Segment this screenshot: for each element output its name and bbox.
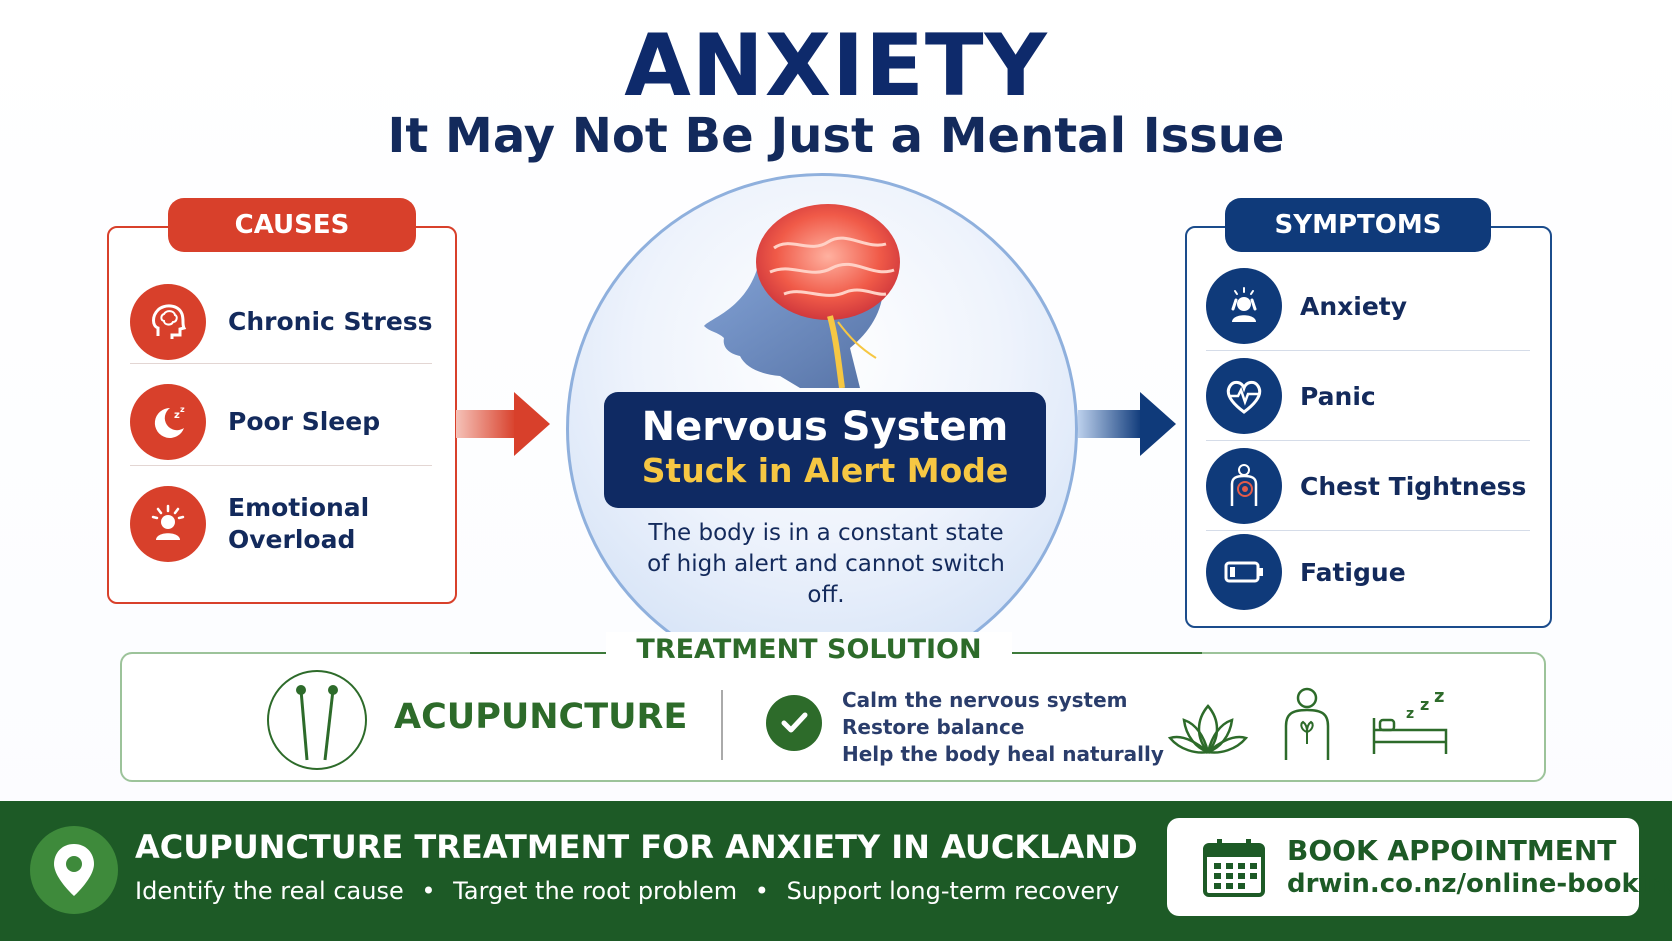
book-appointment-button[interactable] bbox=[1167, 818, 1639, 916]
treatment-title-line bbox=[470, 652, 606, 654]
treatment-separator bbox=[721, 690, 723, 760]
right-arrow-icon bbox=[456, 392, 550, 456]
benefit-item: Help the body heal naturally bbox=[842, 742, 1164, 766]
causes-tag: CAUSES bbox=[168, 198, 416, 252]
nervous-system-title: Nervous System bbox=[641, 404, 1009, 450]
treatment-title-background bbox=[606, 632, 1012, 672]
cause-label: Emotional Overload bbox=[228, 493, 370, 554]
symptom-divider bbox=[1206, 530, 1530, 531]
bed-sleep-icon: z z z bbox=[1372, 688, 1448, 754]
bullet-separator: • bbox=[421, 877, 436, 905]
cause-divider bbox=[130, 465, 432, 466]
heartbeat-icon bbox=[1206, 358, 1282, 434]
symptom-label: Panic bbox=[1300, 381, 1376, 411]
low-battery-icon bbox=[1206, 534, 1282, 610]
benefit-item: Calm the nervous system bbox=[842, 688, 1128, 712]
right-arrow-icon bbox=[1078, 392, 1176, 456]
cause-label: Poor Sleep bbox=[228, 407, 381, 436]
booking-link[interactable]: drwin.co.nz/online-booking bbox=[1287, 869, 1672, 899]
svg-text:z: z bbox=[180, 405, 185, 414]
footer-title: ACUPUNCTURE TREATMENT FOR ANXIETY IN AUC… bbox=[135, 828, 1138, 866]
overloaded-person-icon bbox=[130, 486, 206, 562]
symptom-divider bbox=[1206, 440, 1530, 441]
page-subtitle: It May Not Be Just a Mental Issue bbox=[387, 108, 1285, 164]
footer-points: Identify the real cause • Target the roo… bbox=[135, 877, 1119, 905]
cause-item-poor-sleep: z z Poor Sleep bbox=[130, 372, 432, 464]
symptom-label: Fatigue bbox=[1300, 557, 1406, 587]
footer-point: Identify the real cause bbox=[135, 877, 404, 905]
symptom-item-chest-tightness: Chest Tightness bbox=[1206, 442, 1530, 528]
stressed-head-icon bbox=[130, 284, 206, 360]
treatment-title-line bbox=[1012, 652, 1202, 654]
location-pin-icon bbox=[30, 826, 118, 914]
acupuncture-needles-icon bbox=[267, 670, 367, 770]
chest-icon bbox=[1206, 448, 1282, 524]
treatment-title: TREATMENT SOLUTION bbox=[636, 634, 982, 665]
symptom-item-panic: Panic bbox=[1206, 352, 1530, 438]
svg-text:z: z bbox=[1420, 695, 1429, 714]
symptom-label: Anxiety bbox=[1300, 291, 1408, 321]
acupuncture-label: ACUPUNCTURE bbox=[394, 697, 688, 737]
symptoms-tag: SYMPTOMS bbox=[1225, 198, 1491, 252]
svg-text:z: z bbox=[1434, 688, 1444, 707]
benefit-item: Restore balance bbox=[842, 715, 1025, 739]
cause-item-emotional-overload: Emotional Overload bbox=[130, 474, 432, 566]
check-icon bbox=[766, 695, 822, 751]
alert-mode-subtitle: Stuck in Alert Mode bbox=[641, 451, 1009, 490]
brain-head-illustration bbox=[704, 204, 900, 388]
symptom-item-fatigue: Fatigue bbox=[1206, 528, 1530, 614]
svg-text:z: z bbox=[1406, 706, 1414, 722]
symptom-divider bbox=[1206, 350, 1530, 351]
body-herb-icon bbox=[1284, 687, 1330, 760]
footer-point: Target the root problem bbox=[453, 877, 738, 905]
calendar-icon bbox=[1203, 839, 1265, 897]
cause-divider bbox=[130, 363, 432, 364]
symptom-label: Chest Tightness bbox=[1300, 471, 1527, 501]
moon-sleep-icon: z z bbox=[130, 384, 206, 460]
nervous-system-banner: Nervous System Stuck in Alert Mode bbox=[604, 392, 1046, 508]
anxious-person-icon bbox=[1206, 268, 1282, 344]
footer-point: Support long-term recovery bbox=[786, 877, 1120, 905]
nervous-system-description: The body is in a constant state of high … bbox=[647, 520, 1005, 608]
symptom-item-anxiety: Anxiety bbox=[1206, 262, 1530, 348]
svg-text:z: z bbox=[174, 410, 180, 421]
bullet-separator: • bbox=[754, 877, 769, 905]
page-title: ANXIETY bbox=[624, 16, 1048, 116]
cause-item-chronic-stress: Chronic Stress bbox=[130, 272, 433, 364]
cause-label: Chronic Stress bbox=[228, 307, 433, 336]
book-appointment-label[interactable]: BOOK APPOINTMENT bbox=[1287, 834, 1617, 867]
lotus-icon bbox=[1167, 704, 1249, 754]
